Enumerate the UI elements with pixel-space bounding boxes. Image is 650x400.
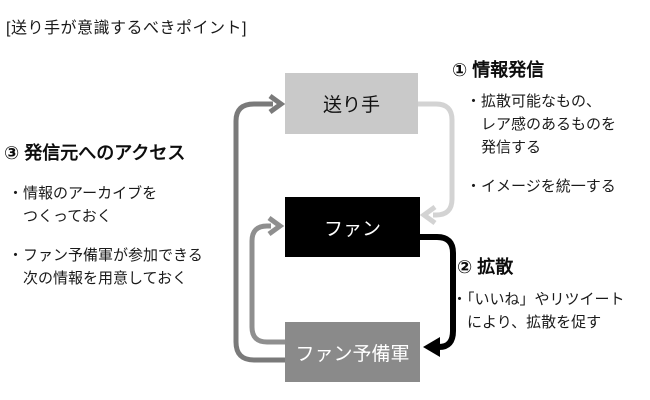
node-fan-reserve-label: ファン予備軍 bbox=[295, 343, 410, 365]
section-spread-bullets: ・「いいね」やリツイート により、拡散を促す bbox=[452, 288, 625, 334]
arrow-fan-reserve-to-sender bbox=[233, 93, 288, 363]
arrowhead-right-icon bbox=[267, 215, 285, 237]
arrow-fan-reserve-to-fan bbox=[249, 215, 288, 345]
arrowhead-left-icon bbox=[423, 337, 440, 357]
node-sender: 送り手 bbox=[285, 73, 418, 134]
node-fan-label: ファン bbox=[323, 218, 381, 240]
arrowhead-right-icon bbox=[268, 93, 286, 115]
section-info-send: ① 情報発信 bbox=[452, 56, 544, 82]
section-access: ③ 発信元へのアクセス bbox=[4, 139, 185, 165]
bullet-item: ・ファン予備軍が参加できる 次の情報を用意しておく bbox=[8, 247, 203, 287]
section-info-send-heading: ① 情報発信 bbox=[452, 60, 545, 80]
section-access-bullets: ・情報のアーカイブを つくっておく ・ファン予備軍が参加できる 次の情報を用意し… bbox=[8, 182, 203, 290]
section-spread-heading: ② 拡散 bbox=[457, 257, 514, 277]
node-fan-reserve: ファン予備軍 bbox=[285, 322, 420, 382]
node-sender-label: 送り手 bbox=[322, 95, 380, 116]
arrow-fan-to-fan-reserve bbox=[420, 234, 456, 357]
bullet-item: ・拡散可能なもの、 レア感のあるものを 発信する bbox=[466, 93, 617, 156]
arrow-sender-to-fan bbox=[418, 101, 455, 226]
bullet-item: ・「いいね」やリツイート により、拡散を促す bbox=[452, 291, 625, 331]
section-spread: ② 拡散 bbox=[457, 253, 513, 279]
arrowhead-left-icon bbox=[419, 204, 437, 226]
bullet-item: ・イメージを統一する bbox=[466, 178, 616, 195]
section-info-send-bullets: ・拡散可能なもの、 レア感のあるものを 発信する ・イメージを統一する bbox=[466, 90, 616, 198]
bullet-item: ・情報のアーカイブを つくっておく bbox=[8, 185, 158, 225]
node-fan: ファン bbox=[285, 197, 420, 257]
page-title: [送り手が意識するべきポイント] bbox=[6, 20, 247, 37]
section-access-heading: ③ 発信元へのアクセス bbox=[4, 143, 186, 163]
